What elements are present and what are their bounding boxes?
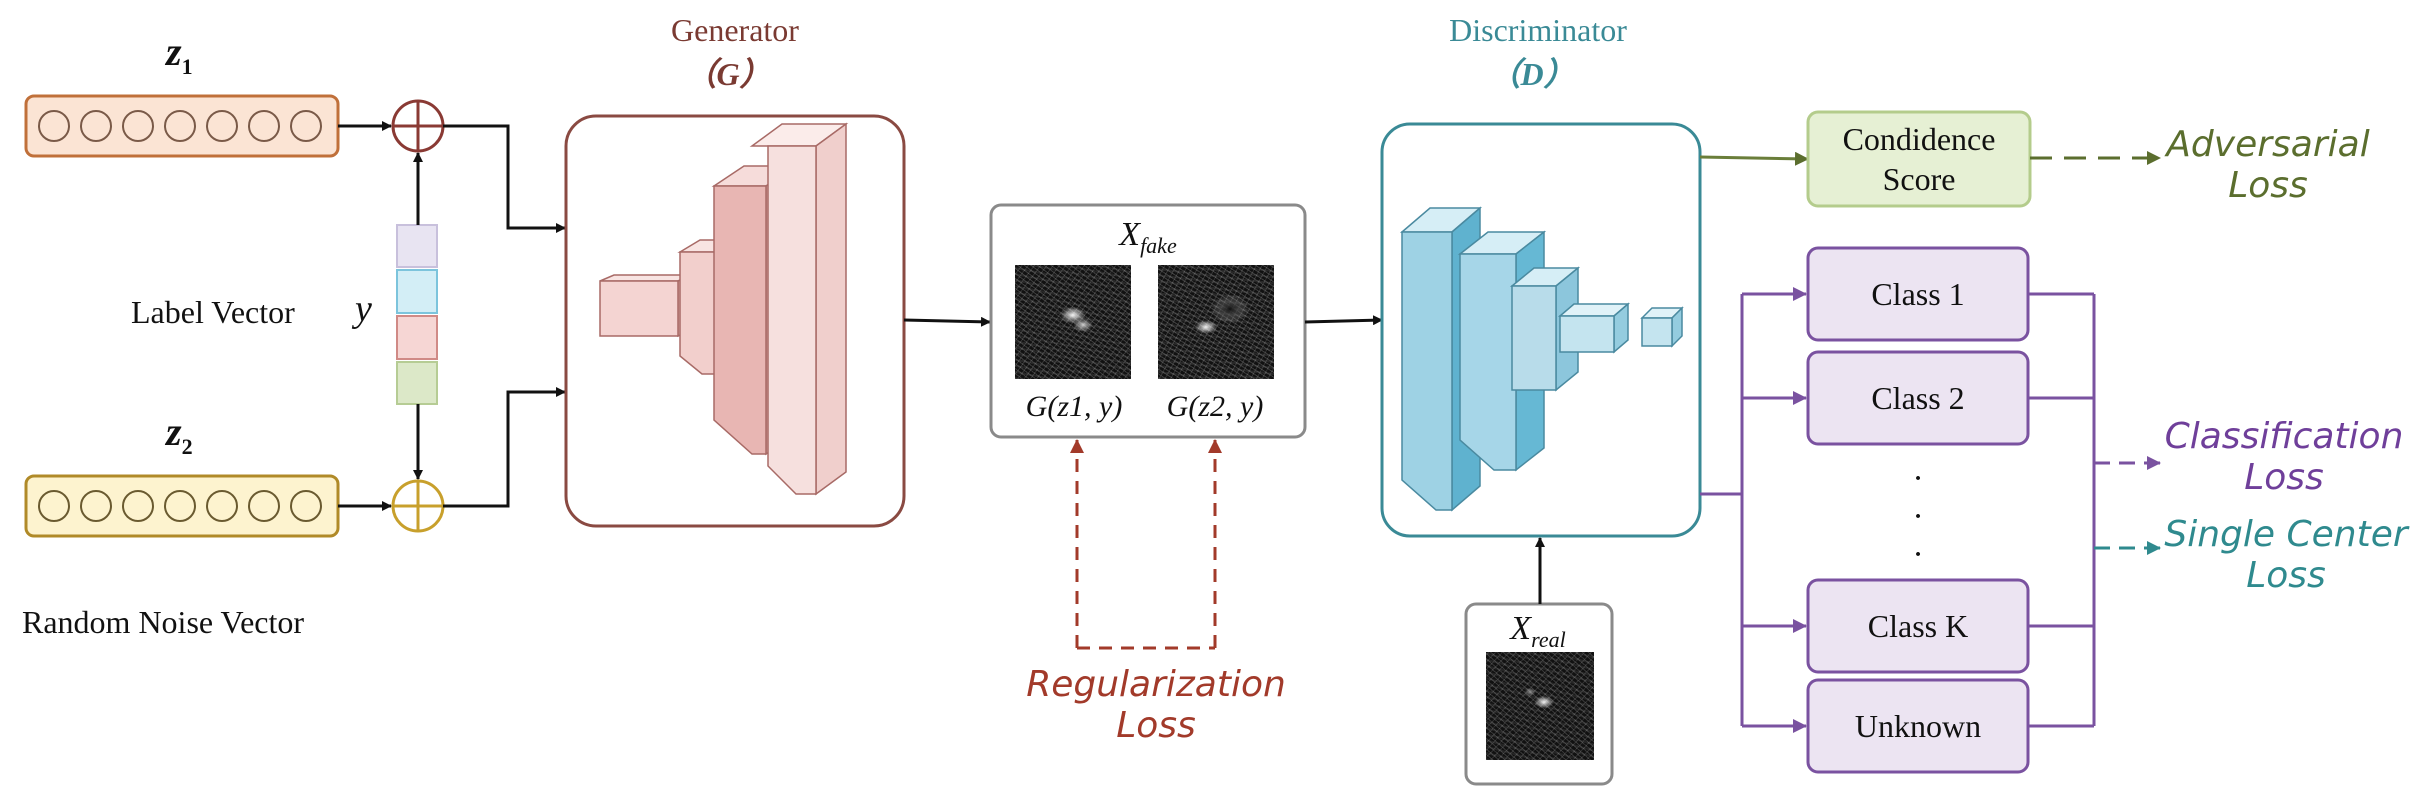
discriminator-network <box>1380 122 1702 538</box>
regularization-loop <box>1070 439 1222 650</box>
generator-network <box>564 114 906 528</box>
x-fake-label: Xfake <box>1119 216 1177 258</box>
class-k-label: Class K <box>1867 607 1969 644</box>
class-2-label: Class 2 <box>1871 379 1965 416</box>
generator-to-fake-arrow <box>903 316 991 327</box>
input-connectors <box>338 121 566 511</box>
y-label: y <box>355 288 372 330</box>
ellipsis-dot-1: · <box>1912 460 1924 497</box>
discriminator-symbol: （D） <box>1488 56 1576 92</box>
discriminator-title: Discriminator <box>1449 12 1627 48</box>
label-vector-text: Label Vector <box>131 294 295 330</box>
class-routing <box>1700 287 2096 733</box>
z2-label: z2 <box>166 409 193 459</box>
unknown-class-label: Unknown <box>1854 707 1982 744</box>
fake-to-discriminator-arrow <box>1304 315 1383 326</box>
class-output-boxes <box>1806 246 2030 774</box>
fake-sample-image-1 <box>1015 265 1131 379</box>
ellipsis-dot-2: · <box>1912 498 1924 535</box>
combine-node-top <box>391 99 445 153</box>
ellipsis-dot-3: · <box>1912 536 1924 573</box>
discriminator-to-confidence-arrow <box>1699 151 1809 166</box>
fake-sample-1-label: G(z1, y) <box>1025 390 1123 423</box>
label-vector-y <box>396 224 438 405</box>
class-1-label: Class 1 <box>1871 275 1965 312</box>
fake-sample-image-2 <box>1158 265 1274 379</box>
fake-sample-2-label: G(z2, y) <box>1166 390 1264 423</box>
z1-vector <box>24 94 340 158</box>
generator-symbol: （G） <box>684 56 772 92</box>
x-real-label: Xreal <box>1510 610 1566 652</box>
generator-title: Generator <box>671 12 799 48</box>
z2-vector <box>24 474 340 538</box>
random-noise-vector-text: Random Noise Vector <box>22 604 305 640</box>
combine-node-bottom <box>391 479 445 533</box>
real-sample-image <box>1486 652 1594 760</box>
z1-label: z1 <box>166 29 193 79</box>
